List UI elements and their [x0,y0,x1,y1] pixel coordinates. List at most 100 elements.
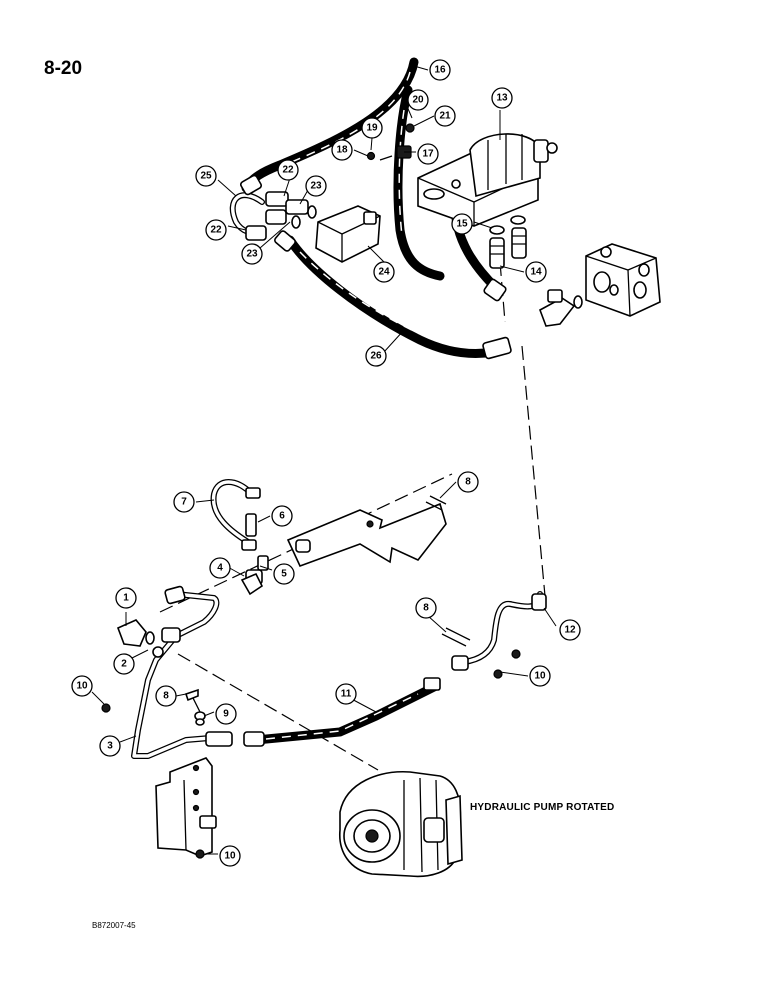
callout-balloon [331,139,353,161]
callout-14: 14 [525,261,547,283]
callout-balloon [417,143,439,165]
bracket-lower [101,703,217,859]
pump-caption: HYDRAULIC PUMP ROTATED [470,802,615,813]
callout-number: 22 [210,225,222,236]
callout-number: 17 [422,149,434,160]
callout-balloon [365,345,387,367]
callout-balloon [71,675,93,697]
callout-number: 13 [496,93,508,104]
fittings-14-15 [489,215,527,269]
callout-18: 18 [331,139,353,161]
callout-21: 21 [434,105,456,127]
callout-number: 8 [465,477,471,488]
callout-number: 9 [223,709,229,720]
hose-26 [285,235,499,358]
callout-8: 8 [457,471,479,493]
callout-number: 7 [181,497,187,508]
leader-lines [91,65,557,855]
callout-balloon [241,243,263,265]
callout-number: 10 [224,851,236,862]
callout-number: 1 [123,593,129,604]
fittings-4-5 [240,555,269,596]
tube-3 [131,585,220,759]
callout-balloon [451,213,473,235]
hose-16 [241,57,419,193]
callout-number: 18 [336,145,348,156]
callout-number: 10 [534,671,546,682]
callout-4: 4 [209,557,231,579]
callout-10: 10 [529,665,551,687]
callout-number: 26 [370,351,382,362]
callout-1: 1 [115,587,137,609]
callout-balloon [491,87,513,109]
callout-number: 25 [200,171,212,182]
callout-number: 10 [76,681,88,692]
callout-26: 26 [365,345,387,367]
callout-balloon [113,653,135,675]
callout-balloon [219,845,241,867]
callout-balloon [373,261,395,283]
valve-section-right [539,243,661,327]
hose-fittings [240,145,512,360]
callout-balloon [407,89,429,111]
callout-number: 22 [282,165,294,176]
callout-7: 7 [173,491,195,513]
callout-balloon [155,685,177,707]
adapter-fittings [245,123,415,241]
callout-number: 6 [279,511,285,522]
callout-25: 25 [195,165,217,187]
callout-number: 23 [310,181,322,192]
callout-number: 14 [530,267,542,278]
callout-balloon [457,471,479,493]
callout-balloon [209,557,231,579]
callout-balloon [277,159,299,181]
bolt-8-9 [184,688,206,726]
callout-23: 23 [241,243,263,265]
callout-balloon [525,261,547,283]
hose-17 [393,85,445,281]
callout-balloon [173,491,195,513]
callout-16: 16 [429,59,451,81]
callout-balloon [529,665,551,687]
callout-9: 9 [215,703,237,725]
callout-number: 8 [423,603,429,614]
callout-balloon [99,735,121,757]
callout-number: 8 [163,691,169,702]
hydraulic-pump [339,771,463,878]
callout-balloon [195,165,217,187]
tube-12 [441,591,547,679]
callout-balloon [205,219,227,241]
callout-12: 12 [559,619,581,641]
callout-number: 15 [456,219,468,230]
callout-20: 20 [407,89,429,111]
callout-number: 5 [281,569,287,580]
page-number: 8-20 [44,58,83,79]
callout-13: 13 [491,87,513,109]
callout-number: 3 [107,741,113,752]
callout-11: 11 [335,683,357,705]
callout-balloon [215,703,237,725]
callout-balloon [434,105,456,127]
callout-15: 15 [451,213,473,235]
callout-10: 10 [71,675,93,697]
callout-6: 6 [271,505,293,527]
callout-22: 22 [205,219,227,241]
valve-block-24 [315,205,381,263]
hose-11 [205,677,441,747]
callout-number: 20 [412,95,424,106]
callout-balloon [415,597,437,619]
callout-balloon [273,563,295,585]
callout-19: 19 [361,117,383,139]
callout-balloon [115,587,137,609]
hose-7 [210,479,261,551]
callout-number: 12 [564,625,576,636]
callout-8: 8 [155,685,177,707]
figure-code: B872007-45 [92,921,136,930]
bracket-upper [286,495,447,568]
callout-24: 24 [373,261,395,283]
callout-number: 16 [434,65,446,76]
callout-number: 21 [439,111,451,122]
